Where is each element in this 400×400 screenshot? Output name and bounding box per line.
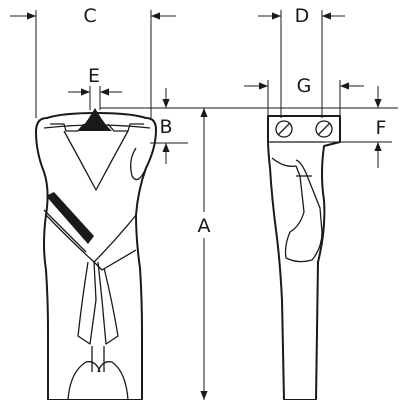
dim-label-e: E	[88, 65, 100, 87]
dim-label-f: F	[376, 117, 387, 139]
grip-stripe	[46, 192, 94, 244]
screw-right	[315, 120, 333, 138]
screw-left	[275, 120, 293, 138]
dim-label-c: C	[83, 5, 96, 27]
side-view-tool	[267, 115, 341, 400]
cutting-edge	[78, 108, 112, 131]
dim-label-a: A	[198, 215, 211, 237]
front-view-tool	[35, 108, 157, 400]
dimension-lines	[10, 10, 398, 400]
dim-label-d: D	[295, 5, 310, 27]
dim-label-g: G	[297, 75, 312, 97]
dim-label-b: B	[159, 116, 172, 138]
